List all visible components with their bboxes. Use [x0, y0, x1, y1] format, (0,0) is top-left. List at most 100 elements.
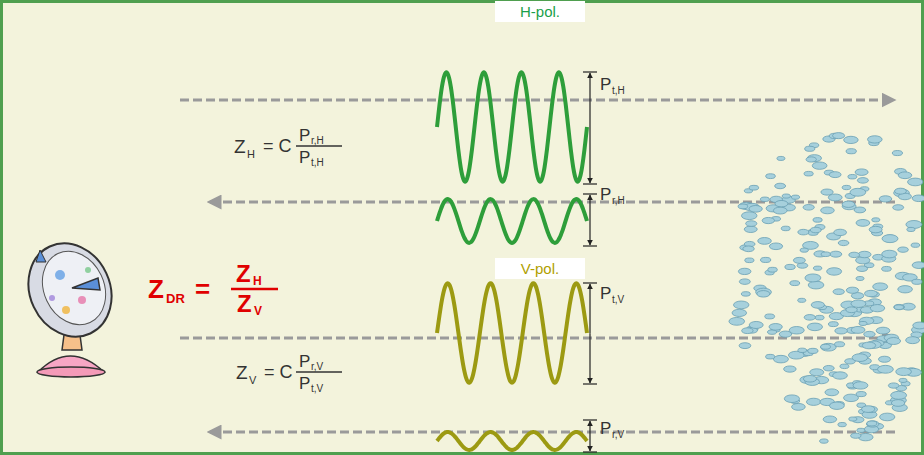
formula-symbol: Z — [236, 262, 251, 286]
rain-drop — [882, 266, 892, 271]
rain-drop — [743, 246, 754, 252]
power-symbol: P — [600, 420, 611, 437]
rain-drop — [810, 369, 824, 376]
subscript: r,H — [612, 195, 625, 206]
rain-drop — [894, 305, 903, 310]
rain-drop — [813, 266, 821, 270]
rain-drop — [805, 146, 815, 151]
rain-drop — [734, 301, 749, 309]
rain-drop — [849, 417, 857, 421]
rain-drop — [823, 365, 834, 370]
rain-drop — [765, 314, 775, 319]
rain-drop — [812, 162, 827, 169]
rain-drop — [888, 383, 899, 388]
formula-symbol: Z — [148, 274, 164, 304]
formula-symbol: P — [299, 126, 310, 145]
rain-drop — [798, 298, 806, 302]
subscript: t,H — [311, 158, 324, 168]
subscript: r,H — [311, 136, 324, 146]
polarization-label: H-pol. — [503, 4, 577, 19]
rain-drop — [744, 226, 757, 232]
formula-symbol: P — [299, 352, 310, 371]
rain-drop — [835, 342, 845, 347]
formula-symbol: = — [195, 274, 210, 304]
formula-symbol: P — [299, 353, 310, 370]
formula-symbol: P — [299, 148, 310, 167]
rain-drop — [773, 355, 788, 363]
rain-drop — [749, 185, 758, 190]
rain-drop — [829, 172, 841, 178]
formula-symbol: = — [195, 276, 210, 302]
beam-arrow — [180, 99, 895, 102]
rain-drop — [757, 291, 770, 298]
subscript: V — [249, 375, 256, 386]
rain-drop — [857, 428, 865, 432]
rain-drop — [808, 281, 824, 289]
subscript: r,H — [612, 196, 625, 206]
amplitude-markers — [583, 72, 597, 452]
subscript: t,V — [612, 295, 624, 305]
rain-drop — [749, 205, 762, 212]
rain-drop — [821, 252, 830, 257]
rain-drop — [807, 323, 822, 331]
rain-drop — [760, 257, 770, 262]
rain-drop — [842, 201, 855, 207]
rain-drops — [729, 133, 924, 444]
rain-drop — [745, 258, 754, 263]
rain-drop — [869, 226, 882, 232]
rain-drop — [781, 226, 790, 230]
rain-drop — [766, 174, 776, 179]
rain-drop — [825, 389, 839, 396]
rain-drop — [739, 343, 751, 349]
rain-drop — [893, 205, 904, 210]
wave — [437, 199, 587, 243]
rain-drop — [856, 219, 870, 226]
rain-drop — [729, 317, 745, 325]
rain-drop — [858, 251, 871, 257]
rain-drop — [785, 264, 795, 269]
rain-drop — [892, 151, 902, 156]
rain-drop — [803, 375, 816, 382]
subscript: DR — [166, 292, 185, 305]
rain-drop — [846, 287, 858, 293]
subscript: H — [253, 274, 262, 288]
rain-drop — [834, 229, 847, 235]
rain-drop — [891, 391, 907, 399]
beam-arrows — [180, 100, 895, 432]
rain-drop — [838, 240, 849, 245]
rain-drop — [898, 286, 913, 293]
rain-drop — [758, 238, 772, 245]
rain-drop — [803, 204, 814, 210]
formula-symbol: P — [299, 375, 310, 392]
power-symbol: P — [600, 284, 611, 303]
formula-symbol: Z — [236, 260, 251, 287]
subscript: t,V — [311, 384, 323, 394]
rain-drop — [908, 178, 923, 186]
formula-symbol: P — [299, 127, 310, 144]
rain-drop — [833, 289, 844, 295]
rain-drop — [830, 251, 842, 257]
subscript: V — [254, 305, 262, 317]
formula-symbol: Z — [234, 137, 246, 156]
rain-drop — [862, 406, 875, 413]
rain-drop — [854, 207, 866, 213]
subscript: r,V — [612, 430, 624, 440]
subscript: V — [249, 374, 256, 386]
power-symbol: P — [600, 186, 611, 203]
rain-drop — [833, 372, 848, 379]
rain-drop — [806, 398, 820, 405]
rain-drop — [894, 304, 905, 309]
rain-drop — [856, 276, 864, 280]
wave — [437, 72, 587, 181]
polarization-label: V-pol. — [503, 261, 577, 276]
rain-drop — [840, 364, 849, 369]
rain-drop — [800, 248, 808, 252]
rain-drop — [813, 218, 822, 223]
formula-symbol: P — [299, 149, 310, 166]
beam-arrow — [208, 431, 895, 434]
rain-drop — [741, 292, 750, 296]
power-symbol: P — [600, 185, 611, 204]
rain-drop — [913, 322, 924, 329]
